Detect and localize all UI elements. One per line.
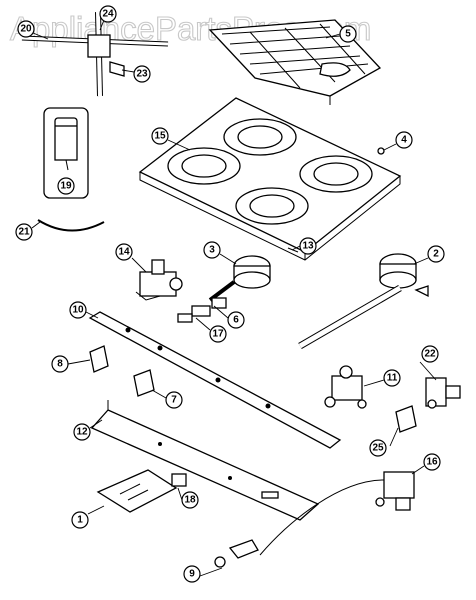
callout-21: 21	[15, 223, 33, 241]
callout-22: 22	[421, 345, 439, 363]
part-burner-3	[208, 255, 271, 302]
callout-18: 18	[181, 491, 199, 509]
callout-9: 9	[183, 565, 201, 583]
callout-14: 14	[115, 243, 133, 261]
callout-16: 16	[423, 453, 441, 471]
part-bracket-10	[88, 311, 342, 449]
svg-text:15: 15	[154, 131, 166, 142]
part-knob-25	[395, 405, 417, 433]
part-knob-8	[89, 345, 109, 373]
part-19-box	[43, 107, 89, 199]
callout-20: 20	[17, 20, 35, 38]
svg-text:20: 20	[20, 24, 32, 35]
part-cooktop	[138, 97, 402, 261]
callout-6: 6	[227, 311, 245, 329]
svg-text:13: 13	[302, 241, 314, 252]
part-valve-22	[425, 377, 461, 409]
svg-text:22: 22	[424, 349, 436, 360]
part-valve-11	[324, 365, 367, 409]
callout-1: 1	[71, 511, 89, 529]
part-screw-4	[377, 147, 385, 155]
svg-text:19: 19	[60, 181, 72, 192]
svg-text:23: 23	[136, 69, 148, 80]
svg-text:8: 8	[57, 359, 63, 370]
part-valve-14	[135, 259, 183, 301]
svg-text:9: 9	[189, 569, 195, 580]
svg-text:2: 2	[433, 249, 439, 260]
svg-text:14: 14	[118, 247, 130, 258]
leader-lines	[31, 19, 437, 577]
part-clip-9	[214, 539, 259, 568]
part-grate	[208, 19, 382, 105]
part-spring-wire	[37, 219, 105, 232]
callout-4: 4	[395, 131, 413, 149]
callout-2: 2	[427, 245, 445, 263]
callout-10: 10	[69, 301, 87, 319]
part-bracket-12	[90, 400, 320, 521]
part-cross-wrench	[21, 11, 169, 97]
part-burner-2	[298, 253, 429, 350]
svg-text:18: 18	[184, 495, 196, 506]
svg-text:21: 21	[18, 227, 30, 238]
svg-text:24: 24	[102, 9, 114, 20]
part-ignition-module	[96, 469, 187, 513]
svg-text:17: 17	[212, 329, 224, 340]
svg-text:3: 3	[209, 245, 215, 256]
part-orifice	[177, 297, 227, 323]
callout-25: 25	[369, 439, 387, 457]
callout-3: 3	[203, 241, 221, 259]
svg-text:10: 10	[72, 305, 84, 316]
callout-12: 12	[73, 423, 91, 441]
part-knob-7	[133, 369, 155, 397]
callout-7: 7	[165, 391, 183, 409]
svg-text:1: 1	[77, 515, 83, 526]
callout-15: 15	[151, 127, 169, 145]
svg-text:4: 4	[401, 135, 407, 146]
callout-17: 17	[209, 325, 227, 343]
callout-23: 23	[133, 65, 151, 83]
svg-text:16: 16	[426, 457, 438, 468]
callout-13: 13	[299, 237, 317, 255]
callout-19: 19	[57, 177, 75, 195]
callout-8: 8	[51, 355, 69, 373]
svg-text:5: 5	[345, 29, 351, 40]
svg-text:11: 11	[387, 373, 398, 384]
svg-text:12: 12	[76, 427, 88, 438]
svg-text:6: 6	[233, 315, 239, 326]
callout-11: 11	[383, 369, 401, 387]
svg-text:7: 7	[171, 395, 177, 406]
svg-text:25: 25	[372, 443, 384, 454]
callout-24: 24	[99, 5, 117, 23]
callout-5: 5	[339, 25, 357, 43]
part-valve-16	[259, 471, 415, 556]
